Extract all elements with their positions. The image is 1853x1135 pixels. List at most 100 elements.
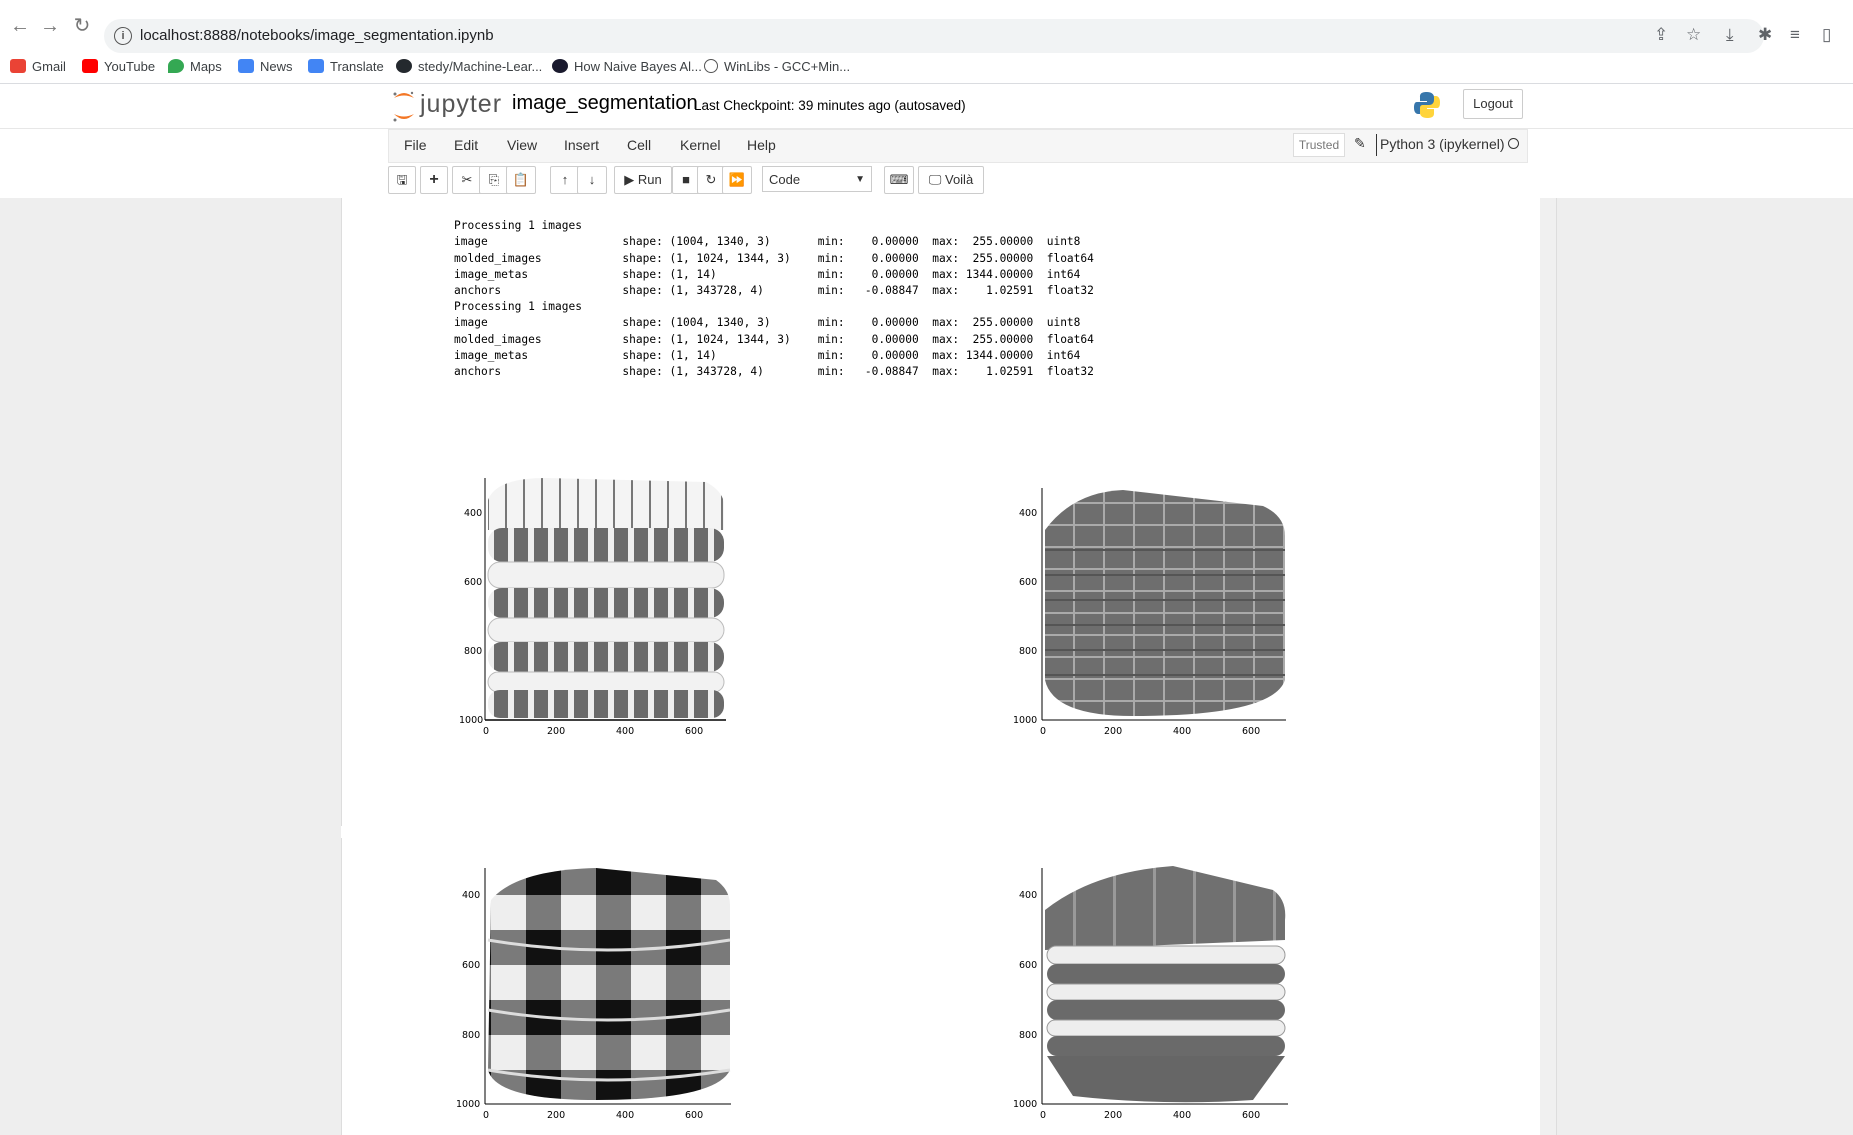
y-tick: 800 <box>464 646 483 657</box>
output-line: image shape: (1004, 1340, 3) min: 0.0000… <box>454 316 1081 330</box>
save-button[interactable]: 🖫 <box>388 166 416 194</box>
output-line: image shape: (1004, 1340, 3) min: 0.0000… <box>454 235 1081 249</box>
restart-icon: ↻ <box>705 172 717 187</box>
menu-cell[interactable]: Cell <box>627 137 652 153</box>
run-button[interactable]: ▶ Run <box>614 166 672 194</box>
scrollbar[interactable] <box>1540 198 1556 1135</box>
x-tick: 600 <box>685 726 704 737</box>
bookmark-star-icon[interactable]: ☆ <box>1686 25 1702 44</box>
x-tick: 600 <box>1242 1110 1261 1121</box>
forward-icon[interactable]: → <box>40 15 60 37</box>
kernel-idle-indicator-icon <box>1508 138 1519 149</box>
site-info-icon[interactable]: i <box>114 27 132 45</box>
image-plot-4: 400 600 800 1000 0 200 400 600 <box>1013 860 1303 1128</box>
address-bar[interactable]: i localhost:8888/notebooks/image_segment… <box>104 19 1764 53</box>
kernel-name[interactable]: Python 3 (ipykernel) <box>1380 136 1505 152</box>
medium-icon <box>552 59 568 73</box>
bookmark-gmail[interactable]: Gmail <box>10 59 66 74</box>
cell-output-text: Processing 1 images image shape: (1004, 1… <box>454 202 1094 396</box>
towel-image-check <box>484 868 731 1105</box>
reading-list-icon[interactable]: ≡ <box>1790 25 1800 44</box>
voila-button[interactable]: 🖵 Voilà <box>918 166 984 194</box>
image-plot-1: 400 600 800 1000 0 200 400 600 <box>456 470 746 740</box>
output-line: anchors shape: (1, 343728, 4) min: -0.08… <box>454 284 1094 298</box>
trusted-badge[interactable]: Trusted <box>1293 133 1345 157</box>
reload-icon[interactable]: ↻ <box>73 15 91 37</box>
output-line: molded_images shape: (1, 1024, 1344, 3) … <box>454 251 1094 265</box>
paste-icon: 📋 <box>512 172 530 187</box>
back-icon[interactable]: ← <box>10 15 30 37</box>
interrupt-button[interactable]: ■ <box>672 166 700 194</box>
bookmarks-bar: Gmail YouTube Maps News Translate stedy/… <box>0 55 1853 84</box>
bookmark-youtube[interactable]: YouTube <box>82 59 155 74</box>
x-tick: 0 <box>483 726 490 737</box>
translate-icon <box>308 59 324 73</box>
restart-button[interactable]: ↻ <box>697 166 725 194</box>
x-tick: 200 <box>547 1110 566 1121</box>
y-tick: 800 <box>462 1030 481 1041</box>
arrow-up-icon: ↑ <box>561 172 569 187</box>
bookmark-github[interactable]: stedy/Machine-Lear... <box>396 59 542 74</box>
move-up-button[interactable]: ↑ <box>550 166 580 194</box>
x-tick: 400 <box>1173 726 1192 737</box>
download-icon[interactable]: ⤓ <box>1726 25 1734 44</box>
jupyter-header: jupyter image_segmentation Last Checkpoi… <box>0 84 1853 129</box>
x-tick: 0 <box>1040 726 1047 737</box>
browser-toolbar: ← → ↻ i localhost:8888/notebooks/image_s… <box>0 0 1853 53</box>
url-text[interactable]: localhost:8888/notebooks/image_segmentat… <box>140 27 494 44</box>
jupyter-logo[interactable]: jupyter <box>390 90 501 127</box>
y-tick: 600 <box>1019 960 1038 971</box>
y-tick: 1000 <box>459 715 484 726</box>
y-tick: 800 <box>1019 1030 1038 1041</box>
towel-image-stack <box>1041 866 1288 1105</box>
save-icon: 🖫 <box>396 172 408 187</box>
github-icon <box>396 59 412 73</box>
x-tick: 600 <box>685 1110 704 1121</box>
x-tick: 400 <box>1173 1110 1192 1121</box>
fast-forward-icon: ⏩ <box>728 172 746 187</box>
x-tick: 600 <box>1242 726 1261 737</box>
bookmark-news[interactable]: News <box>238 59 293 74</box>
x-tick: 200 <box>1104 1110 1123 1121</box>
cut-button[interactable]: ✂ <box>452 166 482 194</box>
move-down-button[interactable]: ↓ <box>577 166 607 194</box>
menu-file[interactable]: File <box>404 137 427 153</box>
y-tick: 600 <box>462 960 481 971</box>
menu-edit[interactable]: Edit <box>454 137 479 153</box>
y-tick: 400 <box>1019 508 1038 519</box>
gmail-icon <box>10 59 26 73</box>
x-tick: 400 <box>616 1110 635 1121</box>
side-panel-icon[interactable]: ▯ <box>1822 25 1832 44</box>
bookmark-medium[interactable]: How Naive Bayes Al... <box>552 59 702 74</box>
insert-cell-button[interactable]: + <box>420 166 448 194</box>
output-line: Processing 1 images <box>454 300 582 314</box>
logout-button[interactable]: Logout <box>1463 89 1523 119</box>
share-icon[interactable]: ⇪ <box>1654 25 1669 44</box>
output-line: image_metas shape: (1, 14) min: 0.00000 … <box>454 348 1081 362</box>
paste-button[interactable]: 📋 <box>506 166 536 194</box>
x-tick: 200 <box>1104 726 1123 737</box>
edit-pencil-icon[interactable]: ✎ <box>1354 135 1366 151</box>
menu-help[interactable]: Help <box>747 137 776 153</box>
cell-border <box>341 198 342 826</box>
menu-insert[interactable]: Insert <box>564 137 600 153</box>
command-palette-button[interactable]: ⌨ <box>884 166 914 194</box>
extensions-icon[interactable]: ✱ <box>1758 25 1773 44</box>
bookmark-translate[interactable]: Translate <box>308 59 384 74</box>
youtube-icon <box>82 59 98 73</box>
cell-type-select[interactable]: Code▼ <box>762 166 872 192</box>
copy-button[interactable]: ⎘ <box>479 166 509 194</box>
menu-kernel[interactable]: Kernel <box>680 137 721 153</box>
y-tick: 400 <box>1019 890 1038 901</box>
menu-view[interactable]: View <box>507 137 538 153</box>
jupyter-wordmark: jupyter <box>420 90 503 118</box>
x-tick: 400 <box>616 726 635 737</box>
towel-image-stripes <box>484 478 726 721</box>
copy-icon: ⎘ <box>488 172 500 187</box>
bookmark-winlibs[interactable]: WinLibs - GCC+Min... <box>704 59 850 74</box>
notebook-name[interactable]: image_segmentation <box>512 92 698 114</box>
jupyter-logo-icon <box>393 91 414 122</box>
restart-run-all-button[interactable]: ⏩ <box>722 166 752 194</box>
keyboard-icon: ⌨ <box>889 172 909 187</box>
bookmark-maps[interactable]: Maps <box>168 59 222 74</box>
